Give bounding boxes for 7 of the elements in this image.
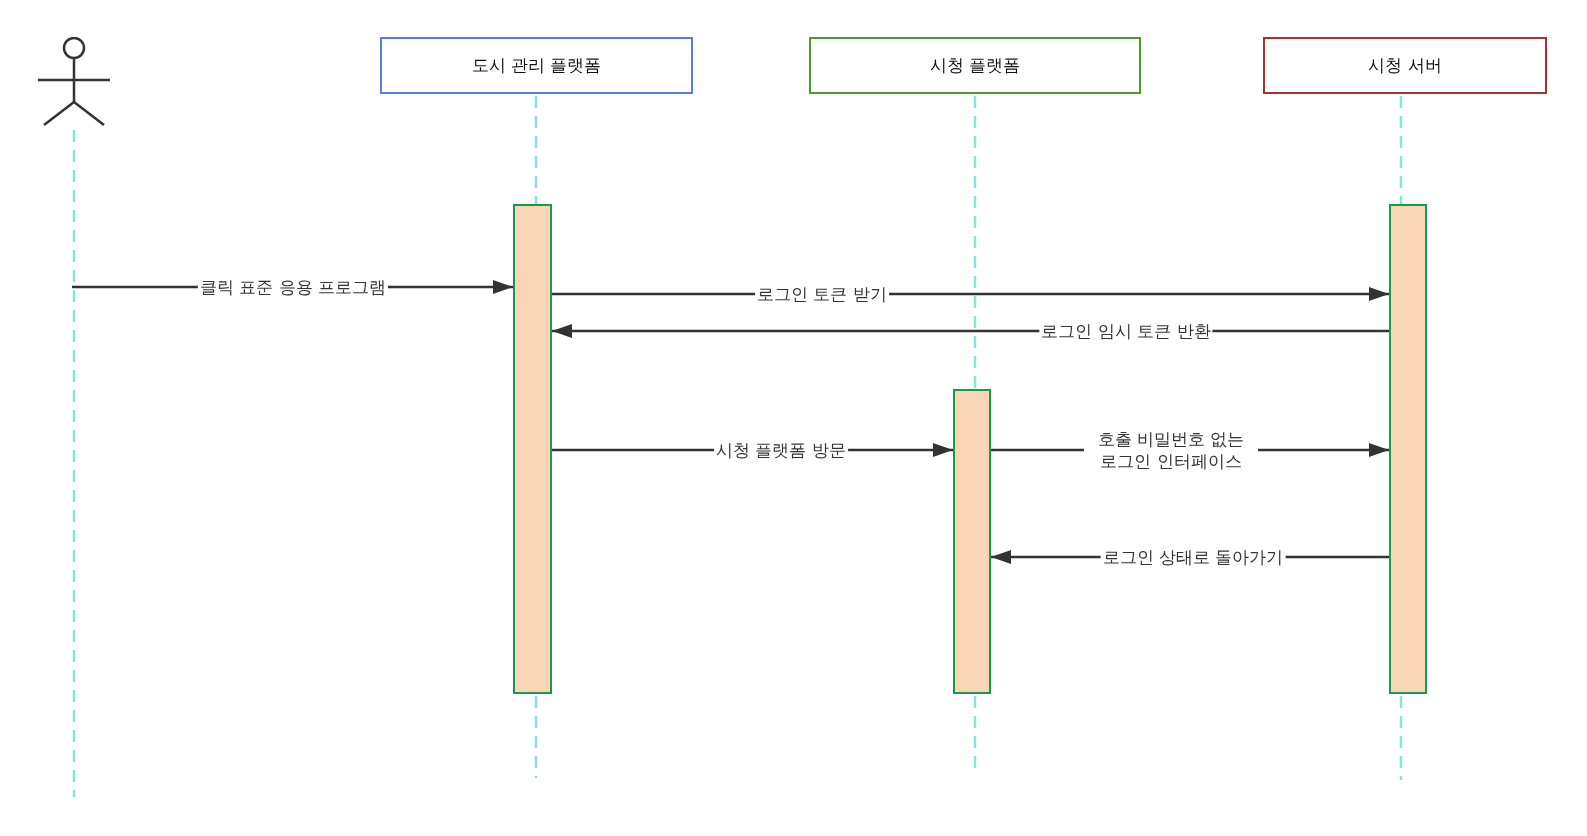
participant-box: 시청 서버 bbox=[1263, 37, 1547, 94]
participant-box: 도시 관리 플랫폼 bbox=[380, 37, 693, 94]
activation-bar bbox=[513, 204, 552, 694]
person-figure bbox=[36, 37, 112, 128]
activation-bar bbox=[1389, 204, 1427, 694]
activation-bar bbox=[953, 389, 991, 694]
participant-box: 시청 플랫폼 bbox=[809, 37, 1141, 94]
